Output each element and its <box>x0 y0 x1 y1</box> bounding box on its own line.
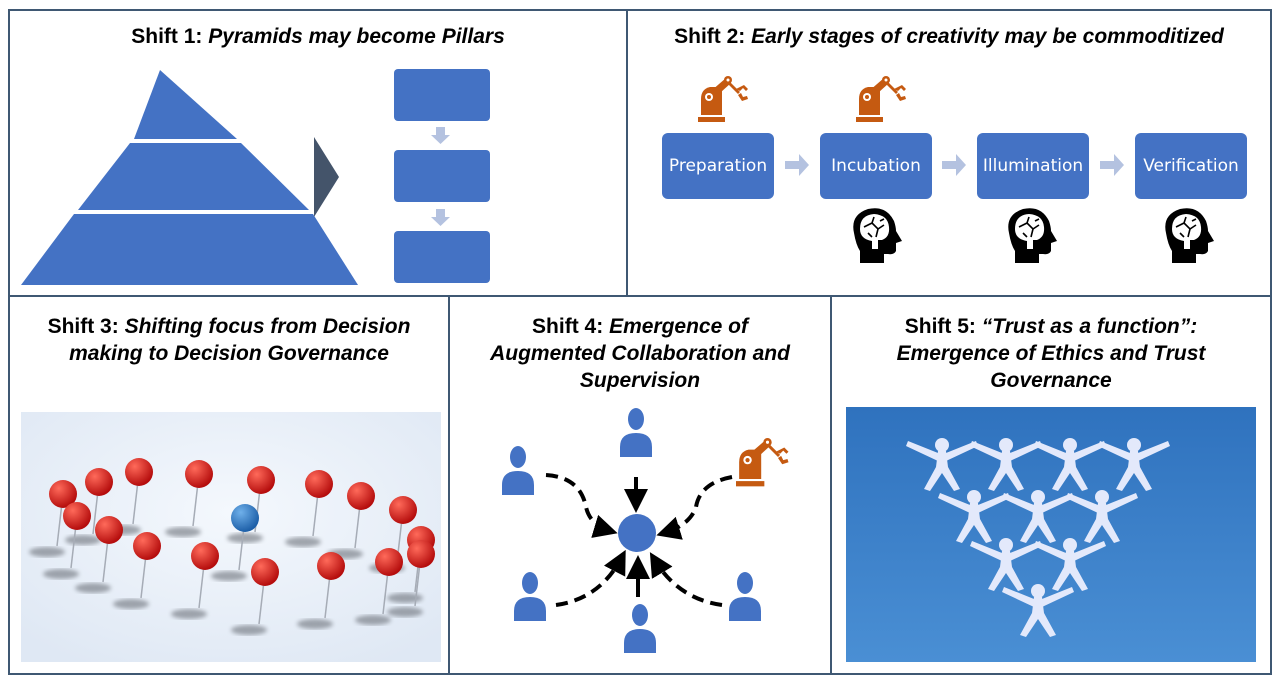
shift2-panel: Shift 2: Early stages of creativity may … <box>626 9 1272 297</box>
pyramid-bottom <box>21 214 358 285</box>
shift1-label: Shift 1: <box>131 25 203 48</box>
shift3-title-line1: Shifting focus from Decision <box>124 315 411 338</box>
shift4-title-line1: Emergence of <box>609 315 748 338</box>
red-pin <box>407 540 435 568</box>
shift1-title: Shift 1: Pyramids may become Pillars <box>10 23 626 50</box>
central-hub-node <box>618 514 656 552</box>
person-icon-top-left <box>502 446 534 495</box>
pyramid-diagram <box>21 70 450 285</box>
shift3-panel: Shift 3: Shifting focus from Decision ma… <box>8 295 450 675</box>
red-pin <box>95 516 123 544</box>
arrow-bottom-left <box>555 549 626 607</box>
shift4-title-line2: Augmented Collaboration and <box>490 342 790 365</box>
shift5-title-line1: “Trust as a function”: <box>981 315 1198 338</box>
pillar-box-1 <box>394 69 490 121</box>
stage-verification: Verification <box>1135 133 1247 199</box>
red-pin <box>317 552 345 580</box>
person-icon-bottom-right <box>729 572 761 621</box>
transform-chevron <box>314 137 339 217</box>
robot-arm-icon-incubation <box>856 76 906 122</box>
pin-shadow <box>171 609 207 619</box>
person-icon-top <box>620 408 652 457</box>
red-pin <box>85 468 113 496</box>
down-arrow-2 <box>431 209 450 226</box>
red-pin <box>305 470 333 498</box>
collaboration-diagram <box>502 408 789 653</box>
red-pin <box>347 482 375 510</box>
person-icon-bottom <box>624 604 656 653</box>
pyramid-middle <box>78 143 309 210</box>
shift1-title-text: Pyramids may become Pillars <box>208 25 505 48</box>
shift3-label: Shift 3: <box>47 315 119 338</box>
process-arrow-1 <box>785 154 809 176</box>
pin-shadow <box>211 571 247 581</box>
pin-shadow <box>231 625 267 635</box>
arrow-robot <box>656 475 733 540</box>
pin-shadow <box>165 527 201 537</box>
pin-shadow <box>65 535 101 545</box>
red-pin <box>49 480 77 508</box>
pin-shadow <box>285 537 321 547</box>
shift5-label: Shift 5: <box>904 315 976 338</box>
people-pyramid-photo <box>846 407 1256 662</box>
pyramid-top <box>134 70 237 139</box>
robot-arm-icon-collaborator <box>736 438 789 487</box>
red-pin <box>125 458 153 486</box>
red-pin <box>389 496 417 524</box>
process-arrow-2 <box>942 154 966 176</box>
stage-incubation: Incubation <box>820 133 932 199</box>
robot-arm-icon-preparation <box>698 76 748 122</box>
arrow-top-left <box>545 473 618 538</box>
red-pin <box>375 548 403 576</box>
shift2-title-text: Early stages of creativity may be commod… <box>751 25 1224 48</box>
pin-shadow <box>355 615 391 625</box>
pin-shadow <box>113 599 149 609</box>
shift3-title: Shift 3: Shifting focus from Decision ma… <box>10 313 448 367</box>
pin-shadow <box>75 583 111 593</box>
shift5-panel: Shift 5: “Trust as a function”: Emergenc… <box>830 295 1272 675</box>
shift1-panel: Shift 1: Pyramids may become Pillars <box>8 9 628 297</box>
pin-shadow <box>387 607 423 617</box>
shift5-title-line2: Emergence of Ethics and Trust <box>896 342 1206 365</box>
pin-shadow <box>387 593 423 603</box>
human-brain-icon-illumination <box>1007 207 1058 264</box>
red-pin <box>63 502 91 530</box>
stage-illumination: Illumination <box>977 133 1089 199</box>
shift5-title: Shift 5: “Trust as a function”: Emergenc… <box>832 313 1270 394</box>
shift4-label: Shift 4: <box>532 315 604 338</box>
pillar-box-2 <box>394 150 490 202</box>
shift5-title-line3: Governance <box>990 369 1112 392</box>
human-brain-icon-verification <box>1164 207 1215 264</box>
pin-shadow <box>297 619 333 629</box>
person-icon-bottom-left <box>514 572 546 621</box>
pin-shadow <box>29 547 65 557</box>
process-arrow-3 <box>1100 154 1124 176</box>
red-pin <box>251 558 279 586</box>
stage-preparation: Preparation <box>662 133 774 199</box>
red-pin <box>133 532 161 560</box>
shift4-panel: Shift 4: Emergence of Augmented Collabor… <box>448 295 832 675</box>
pillar-box-3 <box>394 231 490 283</box>
red-pin <box>191 542 219 570</box>
blue-pin <box>231 504 259 532</box>
human-brain-icon-incubation <box>852 207 903 264</box>
pin-shadow <box>43 569 79 579</box>
down-arrow-1 <box>431 127 450 144</box>
shift4-title: Shift 4: Emergence of Augmented Collabor… <box>450 313 830 394</box>
shift4-title-line3: Supervision <box>579 369 701 392</box>
red-pin <box>247 466 275 494</box>
arrow-bottom-right <box>649 552 723 607</box>
shift2-label: Shift 2: <box>674 25 746 48</box>
pins-photo <box>21 412 441 662</box>
shift3-title-line2: making to Decision Governance <box>69 342 389 365</box>
red-pin <box>185 460 213 488</box>
shift2-title: Shift 2: Early stages of creativity may … <box>628 23 1270 50</box>
pin-shadow <box>227 533 263 543</box>
